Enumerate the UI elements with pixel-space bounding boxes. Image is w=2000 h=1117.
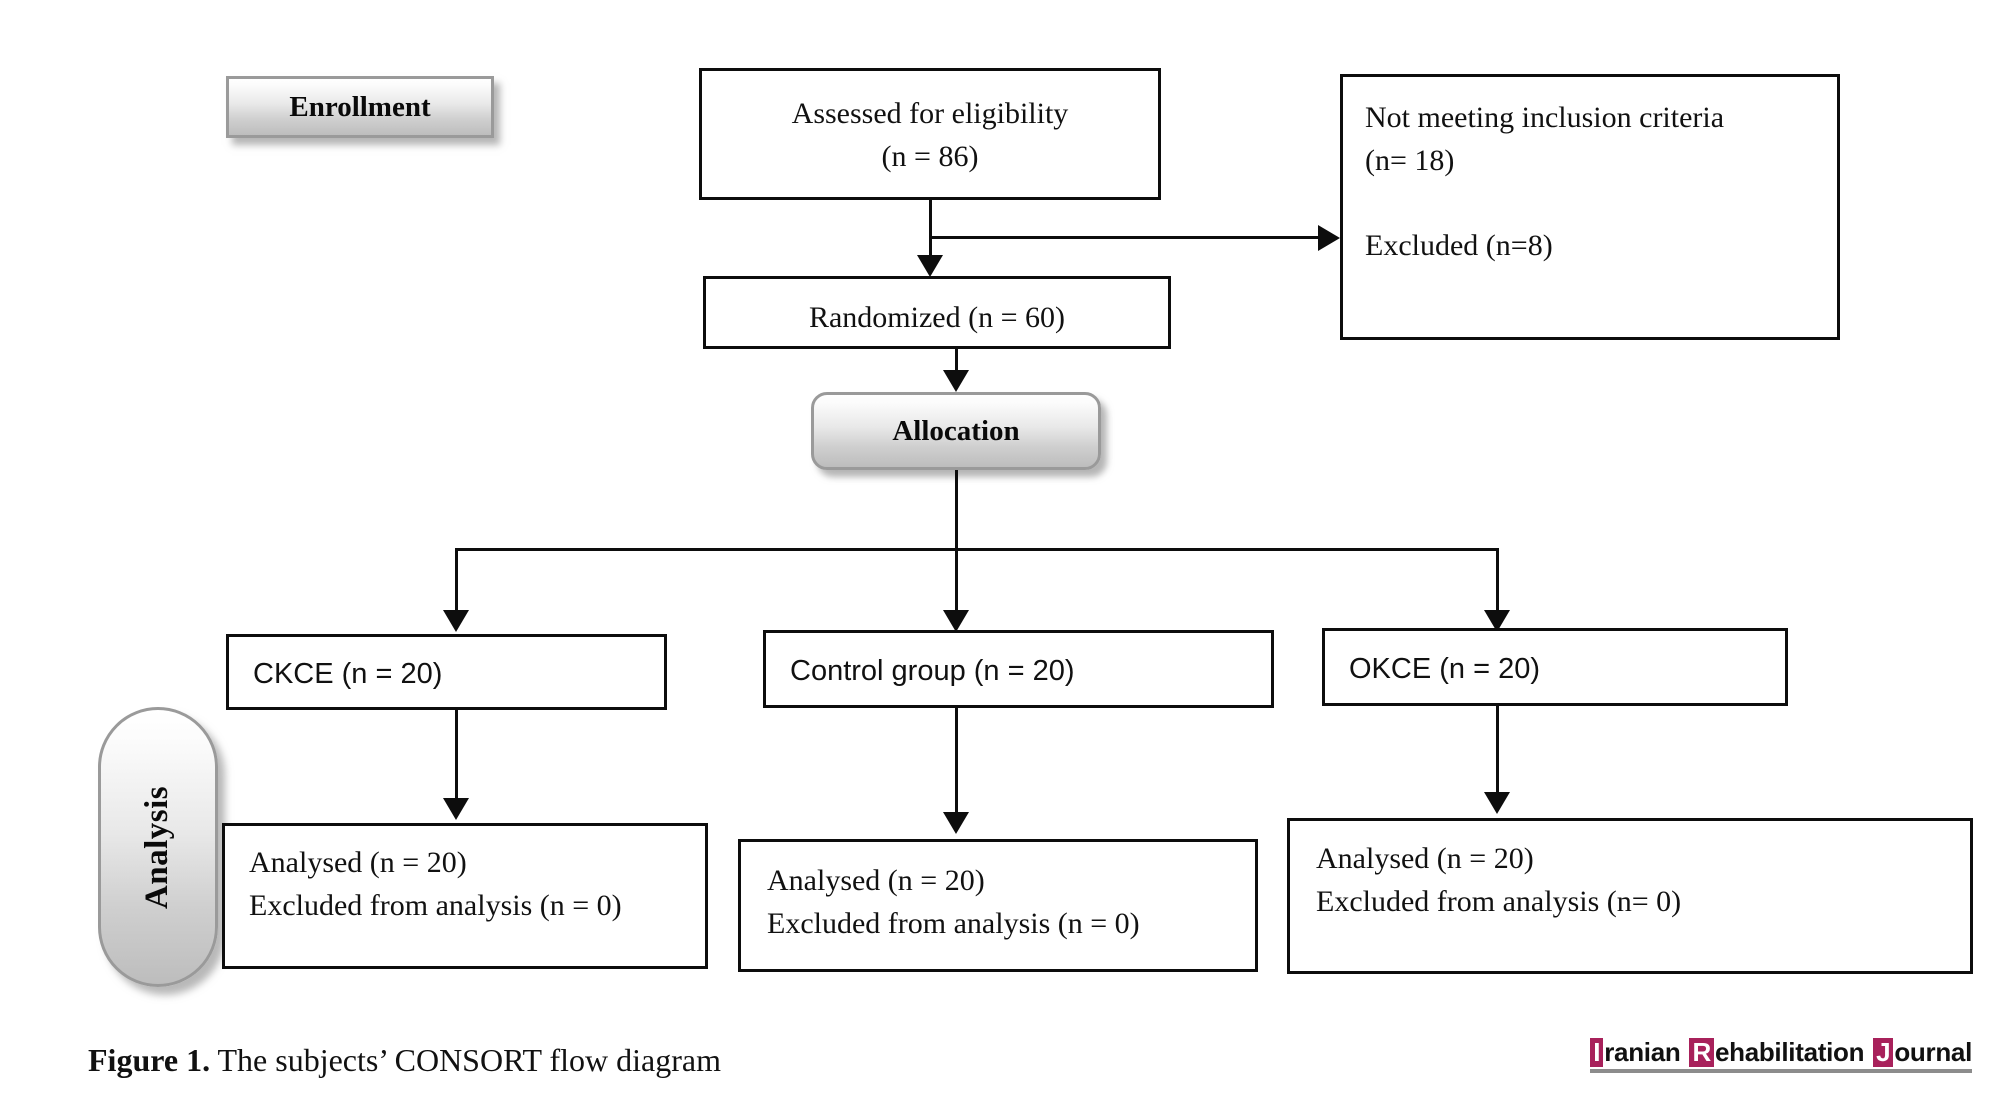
node-exclusions: Not meeting inclusion criteria (n= 18) E… (1340, 74, 1840, 340)
arrowhead-to-exclusions (1318, 225, 1340, 251)
arrowhead-ckce-analysis (443, 798, 469, 820)
node-group-okce: OKCE (n = 20) (1322, 628, 1788, 706)
connector-allocation-stem (955, 470, 958, 550)
node-analysed-ckce: Analysed (n = 20) Excluded from analysis… (222, 823, 708, 969)
arrowhead-okce-group (1484, 610, 1510, 632)
logo-cap-r: R (1689, 1037, 1714, 1068)
figure-caption: Figure 1. The subjects’ CONSORT flow dia… (88, 1042, 721, 1079)
arrowhead-to-randomized (917, 255, 943, 277)
connector-randomized-to-allocation (955, 349, 958, 377)
arrowhead-okce-analysis (1484, 792, 1510, 814)
connector-ckce-to-analysis (455, 710, 458, 804)
node-group-control-text: Control group (n = 20) (790, 655, 1075, 687)
node-group-okce-text: OKCE (n = 20) (1349, 653, 1540, 685)
node-randomized-text: Randomized (n = 60) (808, 301, 1066, 334)
logo-cap-i: I (1590, 1037, 1604, 1068)
node-assessed-for-eligibility: Assessed for eligibility (n = 86) (699, 68, 1161, 200)
logo-word-iranian: ranian (1604, 1037, 1681, 1067)
connector-assessed-to-randomized (929, 200, 932, 262)
node-analysed-okce-text: Analysed (n = 20) Excluded from analysis… (1316, 842, 1682, 918)
arrowhead-control-analysis (943, 812, 969, 834)
node-analysed-control-text: Analysed (n = 20) Excluded from analysis… (767, 864, 1140, 940)
connector-drop-ckce (455, 548, 458, 616)
arrowhead-control-group (943, 610, 969, 632)
node-analysed-okce: Analysed (n = 20) Excluded from analysis… (1287, 818, 1973, 974)
node-group-ckce: CKCE (n = 20) (226, 634, 667, 710)
stage-banner-allocation: Allocation (811, 392, 1101, 470)
node-randomized: Randomized (n = 60) (703, 276, 1171, 349)
stage-banner-enrollment: Enrollment (226, 76, 494, 138)
arrowhead-to-allocation (943, 370, 969, 392)
stage-label-allocation: Allocation (892, 414, 1020, 447)
node-group-ckce-text: CKCE (n = 20) (253, 658, 443, 690)
node-analysed-control: Analysed (n = 20) Excluded from analysis… (738, 839, 1258, 972)
logo-word-journal: ournal (1894, 1037, 1972, 1067)
connector-assessed-to-exclusions (929, 236, 1319, 239)
connector-group-distribution-bar (455, 548, 1499, 551)
node-group-control: Control group (n = 20) (763, 630, 1274, 708)
arrowhead-ckce-group (443, 610, 469, 632)
stage-label-analysis: Analysis (139, 785, 176, 909)
connector-drop-okce (1496, 548, 1499, 616)
connector-drop-control (955, 548, 958, 616)
connector-okce-to-analysis (1496, 706, 1499, 798)
figure-caption-lead: Figure 1. (88, 1042, 211, 1078)
stage-banner-analysis: Analysis (98, 707, 218, 987)
figure-caption-rest: The subjects’ CONSORT flow diagram (210, 1042, 721, 1078)
stage-label-enrollment: Enrollment (289, 90, 431, 123)
connector-control-to-analysis (955, 708, 958, 818)
node-analysed-ckce-text: Analysed (n = 20) Excluded from analysis… (249, 846, 622, 922)
logo-cap-j: J (1873, 1037, 1894, 1068)
node-exclusions-text: Not meeting inclusion criteria (n= 18) E… (1365, 101, 1725, 262)
node-assessed-text: Assessed for eligibility (n = 86) (791, 97, 1069, 173)
logo-word-rehabilitation: ehabilitation (1714, 1037, 1865, 1067)
